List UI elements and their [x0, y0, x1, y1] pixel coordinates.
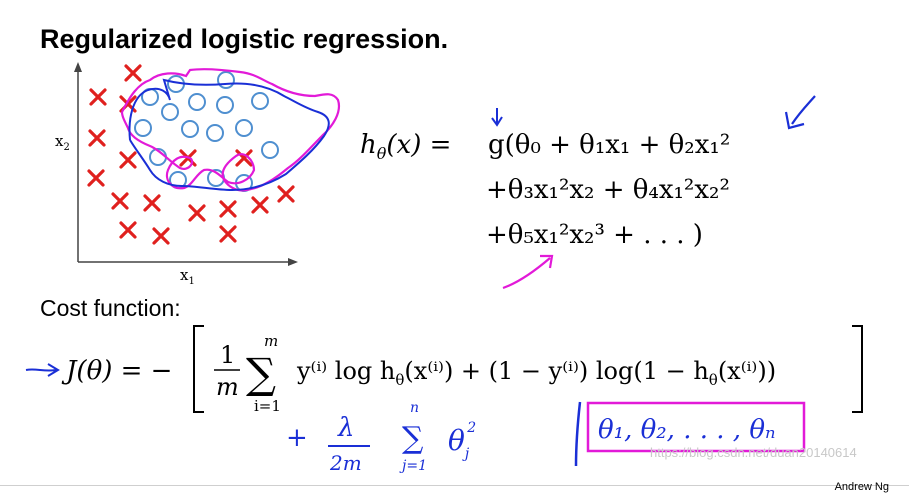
watermark: https://blog.csdn.net/duan20140614: [650, 445, 857, 460]
cross-marker: [119, 151, 137, 169]
blue-divider-stroke: [574, 401, 582, 467]
frac-num: 1: [220, 341, 235, 369]
cross-marker: [251, 196, 269, 214]
cross-marker: [219, 200, 237, 218]
reg-plus: +: [286, 423, 308, 453]
circle-marker: [217, 71, 235, 89]
reg-sum-symbol: ∑: [402, 421, 424, 456]
magenta-boundary: [120, 68, 341, 192]
circle-marker: [206, 124, 224, 142]
cross-marker: [88, 129, 106, 147]
y-axis-label: x2: [55, 132, 70, 153]
circle-marker: [134, 119, 152, 137]
cross-marker: [219, 225, 237, 243]
theta-box-text: θ₁, θ₂, . . . , θₙ: [598, 415, 776, 445]
cross-marker: [87, 169, 105, 187]
cross-marker: [188, 204, 206, 222]
slide-title: Regularized logistic regression.: [40, 24, 449, 54]
hypothesis-line2: +θ₃x₁²x₂ + θ₄x₁²x₂²: [486, 175, 730, 205]
handwritten-regularization: + λ 2m n ∑ j=1 θj2: [286, 400, 476, 475]
hypothesis-line1: g(θ₀ + θ₁x₁ + θ₂x₁²: [488, 130, 730, 160]
x-axis-arrow: [288, 258, 298, 266]
cross-marker: [152, 227, 170, 245]
circle-marker: [181, 120, 199, 138]
cross-marker: [111, 192, 129, 210]
pointer-arrow-mark: [784, 95, 816, 130]
frac-den: m: [216, 373, 239, 401]
hypothesis-formula: hθ(x) = g(θ₀ + θ₁x₁ + θ₂x₁² +θ₃x₁²x₂ + θ…: [360, 130, 730, 250]
blue-boundary: [128, 78, 330, 192]
cross-marker: [143, 194, 161, 212]
x-axis-label: x1: [180, 266, 195, 287]
down-arrow-mark: [491, 108, 503, 127]
circle-marker: [161, 103, 179, 121]
circle-markers: [134, 71, 279, 192]
cross-marker: [277, 185, 295, 203]
reg-theta: θj2: [448, 420, 476, 462]
cost-body: y⁽ⁱ⁾ log hθ(x⁽ⁱ⁾) + (1 − y⁽ⁱ⁾) log(1 − h…: [296, 357, 776, 389]
hypothesis-lhs: hθ(x) =: [360, 130, 451, 163]
cross-marker: [124, 64, 142, 82]
cross-marker: [89, 88, 107, 106]
reg-den: 2m: [329, 451, 362, 475]
cost-formula: J(θ) = − 1 m m ∑ i=1 y⁽ⁱ⁾ log hθ(x⁽ⁱ⁾) +…: [61, 325, 863, 415]
hypothesis-line3: +θ₅x₁²x₂³ + . . . ): [486, 220, 703, 250]
y-axis-arrow: [74, 62, 82, 72]
circle-marker: [216, 96, 234, 114]
reg-sum-bottom: j=1: [399, 458, 427, 474]
cost-lhs: J(θ) = −: [61, 356, 172, 386]
magenta-arrow-mark: [502, 254, 554, 290]
reg-lambda: λ: [337, 413, 354, 443]
cost-function-label: Cost function:: [40, 295, 181, 321]
right-bracket: [852, 325, 863, 413]
sum-top: m: [264, 332, 278, 350]
blue-left-arrow-mark: [25, 363, 60, 377]
circle-marker: [188, 93, 206, 111]
cross-markers: [87, 64, 295, 245]
circle-marker: [261, 141, 279, 159]
footer-divider: [0, 485, 909, 486]
left-bracket: [193, 325, 204, 413]
circle-marker: [251, 92, 269, 110]
reg-sum-top: n: [410, 400, 419, 416]
sum-bottom: i=1: [254, 397, 281, 415]
footer-author: Andrew Ng: [834, 481, 889, 493]
circle-marker: [235, 119, 253, 137]
sum-symbol: ∑: [246, 349, 276, 398]
cross-marker: [119, 221, 137, 239]
theta-box: [586, 401, 806, 453]
